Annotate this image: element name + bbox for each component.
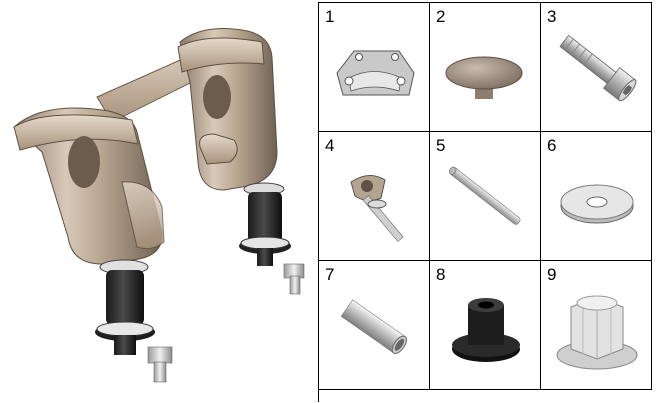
part-number: 5 [436,136,446,155]
part-cell-3: 3 [541,2,652,131]
part-number: 4 [325,136,335,155]
flange-lock-nut-icon [556,295,638,370]
rubber-bushing-icon [452,298,520,362]
part-cell-1: 1 [319,2,430,131]
sleeve-tube-icon [340,299,407,354]
part-cell-4: 4 [319,131,430,260]
part-cell-2: 2 [430,2,541,131]
handlebar-riser-assembly-illustration [13,28,305,383]
dome-cap-icon [445,56,523,99]
part-cell-9: 9 [541,260,652,389]
divider-line [318,388,319,402]
part-number: 2 [436,7,446,26]
top-clamp-bracket-icon [336,50,415,96]
part-cell-8: 8 [430,260,541,389]
part-number: 7 [325,265,335,284]
part-number: 8 [436,265,446,284]
part-number: 1 [325,7,335,26]
pin-icon [448,166,521,225]
part-number: 9 [547,265,557,284]
part-cell-6: 6 [541,131,652,260]
part-number: 3 [547,7,557,26]
part-number: 6 [547,136,557,155]
part-cell-7: 7 [319,260,430,389]
washer-icon [560,184,634,224]
pivot-clamp-bolt-icon [350,175,404,242]
part-cell-5: 5 [430,131,541,260]
parts-grid: 1 2 [318,2,652,390]
socket-cap-bolt-icon [559,34,637,102]
